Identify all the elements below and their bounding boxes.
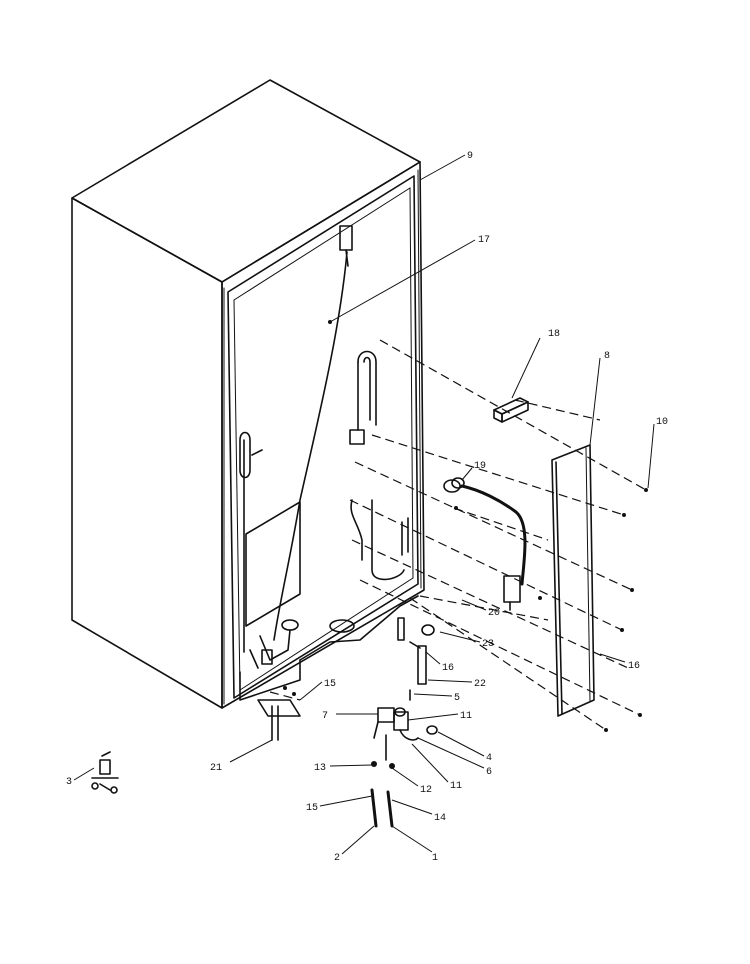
label-9: 9 — [467, 151, 473, 162]
label-leaders — [73, 154, 655, 855]
label-6: 6 — [486, 767, 492, 778]
part-labels: 9 17 18 8 10 19 20 16 23 16 22 15 5 7 11… — [66, 151, 668, 864]
label-14: 14 — [434, 813, 446, 824]
label-12: 12 — [420, 785, 432, 796]
label-21: 21 — [210, 763, 222, 774]
part-21-bracket — [257, 699, 301, 741]
label-7: 7 — [322, 711, 328, 722]
refrigerator-cabinet — [71, 79, 425, 709]
part-8-back-panel — [551, 444, 595, 717]
back-components — [239, 225, 419, 701]
label-11-lower: 11 — [450, 781, 462, 792]
label-18: 18 — [548, 329, 560, 340]
parts-16-22-23 — [397, 617, 435, 685]
label-20: 20 — [488, 608, 500, 619]
part-3-fitting — [91, 751, 119, 794]
label-10: 10 — [656, 417, 668, 428]
part-18-bracket — [493, 397, 529, 423]
label-3: 3 — [66, 777, 72, 788]
label-23: 23 — [482, 639, 494, 650]
label-5: 5 — [454, 693, 460, 704]
part-19-motor — [443, 477, 527, 611]
label-4: 4 — [486, 753, 492, 764]
label-15-lower: 15 — [306, 803, 318, 814]
label-8: 8 — [604, 351, 610, 362]
label-11-upper: 11 — [460, 711, 472, 722]
leader-dash-lines — [269, 339, 647, 731]
label-16-right: 16 — [628, 661, 640, 672]
label-17: 17 — [478, 235, 490, 246]
label-15-upper: 15 — [324, 679, 336, 690]
label-2: 2 — [334, 853, 340, 864]
label-13: 13 — [314, 763, 326, 774]
screw-markers — [283, 488, 648, 732]
valve-assembly — [370, 689, 438, 828]
label-1: 1 — [432, 853, 438, 864]
label-19: 19 — [474, 461, 486, 472]
label-22: 22 — [474, 679, 486, 690]
label-16-center: 16 — [442, 663, 454, 674]
